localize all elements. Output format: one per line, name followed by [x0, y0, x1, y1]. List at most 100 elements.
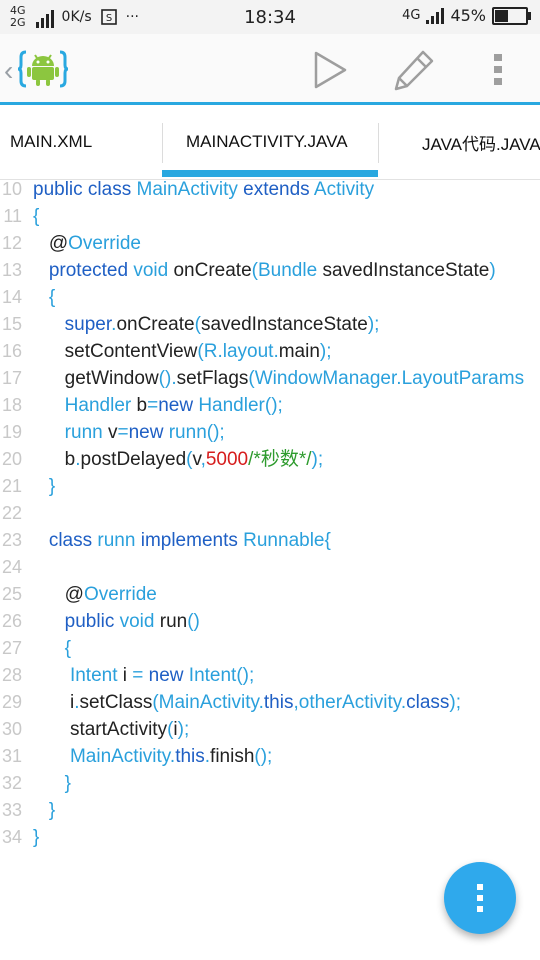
- code-line[interactable]: 19 runn v=new runn();: [0, 419, 540, 446]
- code-token: 5000: [205, 449, 249, 470]
- code-token: }: [33, 773, 72, 794]
- code-line[interactable]: 32 }: [0, 770, 540, 797]
- code-token: Intent: [188, 665, 237, 686]
- code-line[interactable]: 28 Intent i = new Intent();: [0, 662, 540, 689]
- code-text: {: [33, 635, 71, 662]
- pencil-icon: [394, 50, 434, 91]
- code-token: layout: [222, 341, 274, 362]
- code-line[interactable]: 33 }: [0, 797, 540, 824]
- tab-label: MAIN.XML: [10, 132, 93, 151]
- code-line[interactable]: 17 getWindow().setFlags(WindowManager.La…: [0, 365, 540, 392]
- code-text: }: [33, 770, 71, 797]
- code-line[interactable]: 12 @Override: [0, 230, 540, 257]
- code-line[interactable]: 16 setContentView(R.layout.main);: [0, 338, 540, 365]
- battery-fill: [495, 9, 508, 22]
- code-line[interactable]: 15 super.onCreate(savedInstanceState);: [0, 311, 540, 338]
- code-line[interactable]: 20 b.postDelayed(v,5000/*秒数*/);: [0, 446, 540, 473]
- code-token: );: [177, 719, 190, 740]
- tab-mainactivity-java[interactable]: MAINACTIVITY.JAVA: [186, 105, 356, 179]
- code-token: }: [33, 800, 56, 821]
- code-line[interactable]: 24: [0, 554, 540, 581]
- code-line[interactable]: 25 @Override: [0, 581, 540, 608]
- floating-menu-button[interactable]: [444, 862, 516, 934]
- run-button[interactable]: [308, 48, 352, 92]
- tab-separator: [162, 123, 163, 163]
- network-top-label: 4G: [10, 4, 26, 17]
- code-token: i: [33, 692, 75, 713]
- code-text: @Override: [33, 581, 157, 608]
- code-text: protected void onCreate(Bundle savedInst…: [33, 257, 496, 284]
- code-token: v: [107, 422, 118, 443]
- edit-button[interactable]: [392, 48, 436, 92]
- code-token: /*秒数*/: [248, 449, 312, 470]
- code-token: Bundle: [257, 260, 323, 281]
- battery-icon: [492, 6, 531, 25]
- code-token: Activity: [313, 179, 375, 200]
- code-token: LayoutParams: [401, 368, 525, 389]
- code-token: {: [324, 530, 331, 551]
- code-token: );: [319, 341, 332, 362]
- code-line[interactable]: 30 startActivity(i);: [0, 716, 540, 743]
- code-text: Handler b=new Handler();: [33, 392, 283, 419]
- network-right-label: 4G: [402, 8, 421, 23]
- code-token: Override: [68, 233, 141, 254]
- code-token: main: [278, 341, 320, 362]
- signal-strength-icon-2: [426, 7, 445, 24]
- code-token: {: [33, 287, 56, 308]
- line-number: 18: [1, 395, 22, 415]
- code-line[interactable]: 21 }: [0, 473, 540, 500]
- code-line[interactable]: 14 {: [0, 284, 540, 311]
- code-line[interactable]: 34}: [0, 824, 540, 851]
- code-token: super: [33, 314, 112, 335]
- battery-percent: 45%: [450, 6, 486, 25]
- code-token: Override: [83, 584, 157, 605]
- line-number: 33: [1, 800, 22, 820]
- code-token: );: [367, 314, 380, 335]
- tab-java-code[interactable]: JAVA代码.JAVA: [422, 105, 540, 179]
- code-line[interactable]: 23 class runn implements Runnable{: [0, 527, 540, 554]
- code-token: protected: [33, 260, 134, 281]
- code-line[interactable]: 18 Handler b=new Handler();: [0, 392, 540, 419]
- code-token: i: [122, 665, 133, 686]
- code-token: public: [33, 611, 120, 632]
- line-number: 15: [1, 314, 22, 334]
- tab-main-xml[interactable]: MAIN.XML: [10, 105, 92, 179]
- line-number: 22: [1, 503, 22, 523]
- code-token: MainActivity: [136, 179, 244, 200]
- code-text: MainActivity.this.finish();: [33, 743, 272, 770]
- code-token: new: [158, 395, 199, 416]
- line-number: 31: [1, 746, 22, 766]
- play-icon: [314, 51, 347, 89]
- code-token: (: [197, 341, 204, 362]
- more-vertical-icon: [477, 884, 483, 912]
- code-token: extends: [243, 179, 314, 200]
- line-number: 25: [1, 584, 22, 604]
- overflow-menu-button[interactable]: [476, 48, 520, 92]
- code-token: class: [33, 530, 98, 551]
- code-line[interactable]: 26 public void run(): [0, 608, 540, 635]
- line-number: 27: [1, 638, 22, 658]
- code-line[interactable]: 27 {: [0, 635, 540, 662]
- code-line[interactable]: 22: [0, 500, 540, 527]
- code-line[interactable]: 13 protected void onCreate(Bundle savedI…: [0, 257, 540, 284]
- code-token: .: [396, 368, 402, 389]
- code-line[interactable]: 11{: [0, 203, 540, 230]
- code-token: MainActivity: [33, 746, 170, 767]
- code-token: {: [33, 206, 40, 227]
- code-token: (: [186, 449, 193, 470]
- more-notifications-icon: ···: [125, 9, 139, 25]
- android-logo-icon[interactable]: [17, 48, 69, 90]
- code-token: );: [311, 449, 324, 470]
- code-token: .: [169, 746, 176, 767]
- code-token: ();: [206, 422, 225, 443]
- code-token: WindowManager: [254, 368, 397, 389]
- code-token: MainActivity: [158, 692, 259, 713]
- back-icon[interactable]: ‹: [4, 55, 14, 86]
- code-token: =: [117, 422, 129, 443]
- code-line[interactable]: 29 i.setClass(MainActivity.this,otherAct…: [0, 689, 540, 716]
- code-token: Intent: [33, 665, 123, 686]
- code-line[interactable]: 31 MainActivity.this.finish();: [0, 743, 540, 770]
- code-token: @: [33, 584, 84, 605]
